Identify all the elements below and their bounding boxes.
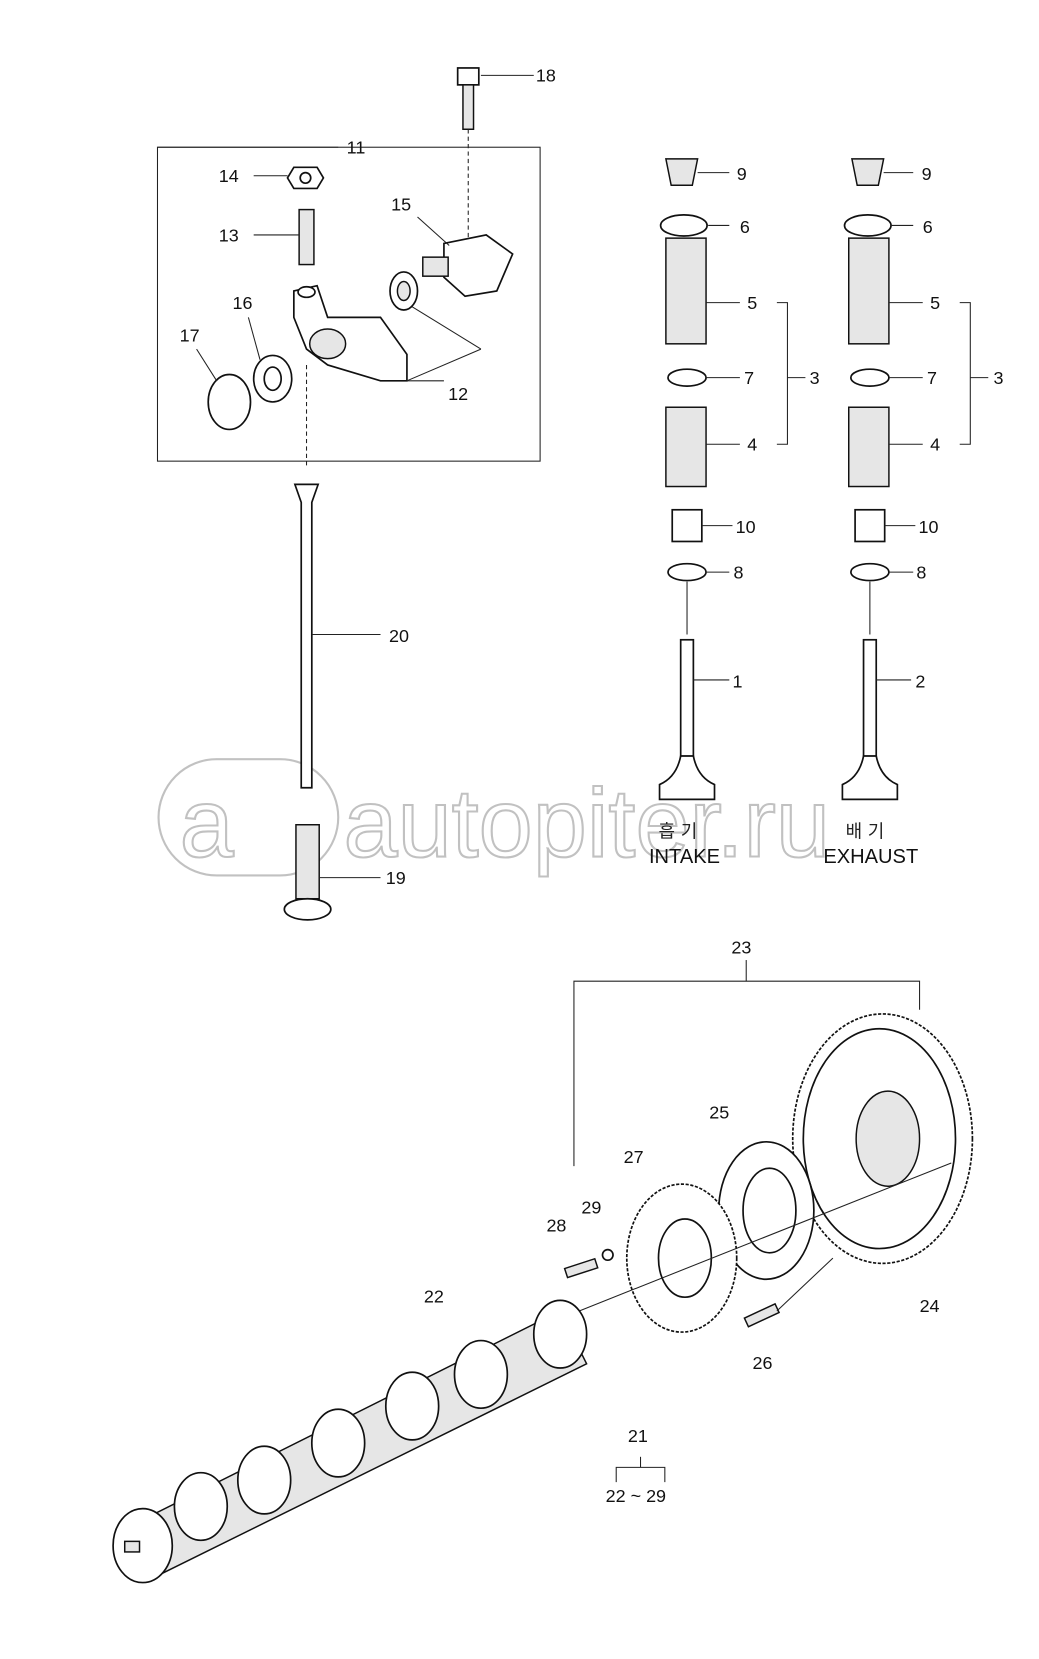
label-4-exhaust: 4 bbox=[930, 435, 940, 455]
label-6-exhaust: 6 bbox=[923, 217, 933, 237]
label-20: 20 bbox=[389, 626, 409, 646]
label-5-exhaust: 5 bbox=[930, 293, 940, 313]
label-21: 21 bbox=[628, 1426, 648, 1446]
label-23: 23 bbox=[731, 938, 751, 958]
label-19: 19 bbox=[386, 868, 406, 888]
label-9-intake: 9 bbox=[737, 164, 747, 184]
label-13: 13 bbox=[219, 225, 239, 245]
intake-korean: 흡 기 bbox=[658, 821, 697, 842]
label-10-exhaust: 10 bbox=[919, 517, 939, 537]
label-3-intake: 3 bbox=[810, 368, 820, 388]
label-7-exhaust: 7 bbox=[927, 368, 937, 388]
label-9-exhaust: 9 bbox=[922, 164, 932, 184]
intake-caption: INTAKE bbox=[649, 846, 720, 868]
label-28: 28 bbox=[546, 1216, 566, 1236]
part-labels: 18 11 14 15 13 16 17 12 20 19 9 6 5 7 3 … bbox=[180, 66, 1004, 1507]
label-17: 17 bbox=[180, 326, 200, 346]
label-3-exhaust: 3 bbox=[994, 368, 1004, 388]
label-6-intake: 6 bbox=[740, 217, 750, 237]
label-11: 11 bbox=[347, 138, 366, 158]
label-14: 14 bbox=[219, 166, 239, 186]
label-15: 15 bbox=[391, 195, 411, 215]
svg-text:autopiter.ru: autopiter.ru bbox=[344, 768, 831, 877]
svg-text:a: a bbox=[180, 768, 235, 877]
label-10-intake: 10 bbox=[736, 517, 756, 537]
label-18: 18 bbox=[536, 66, 556, 86]
label-24: 24 bbox=[920, 1296, 940, 1316]
watermark: a autopiter.ru bbox=[157, 758, 831, 879]
label-22: 22 bbox=[424, 1286, 444, 1306]
label-range-22-29: 22 ~ 29 bbox=[606, 1486, 666, 1506]
label-8-intake: 8 bbox=[734, 562, 744, 582]
label-16: 16 bbox=[233, 293, 253, 313]
label-27: 27 bbox=[624, 1147, 644, 1167]
camshaft-and-gears bbox=[112, 960, 974, 1584]
label-5-intake: 5 bbox=[747, 293, 757, 313]
label-4-intake: 4 bbox=[747, 435, 757, 455]
label-26: 26 bbox=[753, 1353, 773, 1373]
label-12: 12 bbox=[448, 384, 468, 404]
label-25: 25 bbox=[709, 1103, 729, 1123]
exhaust-valve-stack bbox=[841, 158, 989, 801]
label-1: 1 bbox=[732, 671, 742, 691]
pushrod-and-tappet bbox=[283, 483, 381, 921]
label-2: 2 bbox=[915, 671, 925, 691]
intake-valve-stack bbox=[658, 158, 806, 801]
rocker-assembly-box bbox=[156, 67, 541, 466]
label-7-intake: 7 bbox=[744, 368, 754, 388]
label-8-exhaust: 8 bbox=[916, 562, 926, 582]
exhaust-korean: 배 기 bbox=[846, 821, 885, 842]
label-29: 29 bbox=[581, 1198, 601, 1218]
exhaust-caption: EXHAUST bbox=[823, 846, 918, 868]
